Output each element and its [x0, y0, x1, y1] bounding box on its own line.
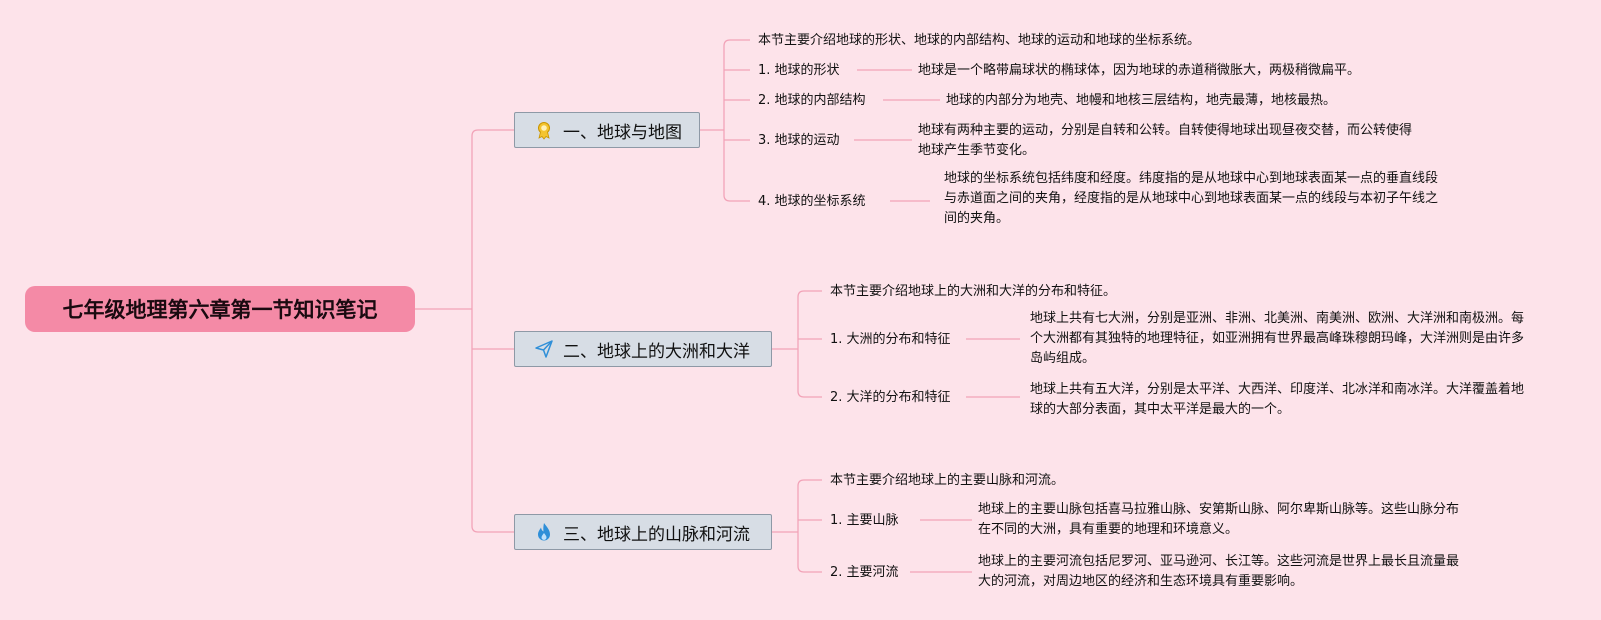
subtopic-label[interactable]: 2. 大洋的分布和特征 [830, 390, 951, 405]
subtopic-label[interactable]: 2. 主要河流 [830, 565, 899, 580]
subtopic-label[interactable]: 1. 地球的形状 [758, 63, 840, 78]
branch-mountains-and-rivers[interactable]: 三、地球上的山脉和河流 [514, 514, 772, 550]
subtopic-label[interactable]: 2. 地球的内部结构 [758, 93, 866, 108]
branch-earth-and-map[interactable]: 一、地球与地图 [514, 112, 700, 148]
flame-icon [533, 521, 555, 543]
subtopic-label[interactable]: 1. 主要山脉 [830, 513, 899, 528]
branch-title: 二、地球上的大洲和大洋 [563, 341, 750, 362]
root-topic[interactable]: 七年级地理第六章第一节知识笔记 [25, 286, 415, 332]
subtopic-description: 地球的坐标系统包括纬度和经度。纬度指的是从地球中心到地球表面某一点的垂直线段与赤… [944, 171, 1439, 226]
subtopic-label[interactable]: 1. 大洲的分布和特征 [830, 332, 951, 347]
subtopic-label[interactable]: 3. 地球的运动 [758, 133, 840, 148]
branch-intro: 本节主要介绍地球上的大洲和大洋的分布和特征。 [830, 284, 1117, 299]
subtopic-description: 地球有两种主要的运动，分别是自转和公转。自转使得地球出现昼夜交替，而公转使得地球… [918, 123, 1413, 158]
branch-intro: 本节主要介绍地球上的主要山脉和河流。 [830, 473, 1065, 488]
award-icon [533, 119, 555, 141]
subtopic-description: 地球上的主要山脉包括喜马拉雅山脉、安第斯山脉、阿尔卑斯山脉等。这些山脉分布在不同… [978, 502, 1460, 537]
subtopic-label[interactable]: 4. 地球的坐标系统 [758, 194, 866, 209]
branch-title: 一、地球与地图 [563, 122, 682, 143]
root-title: 七年级地理第六章第一节知识笔记 [62, 298, 378, 322]
subtopic-description: 地球上共有五大洋，分别是太平洋、大西洋、印度洋、北冰洋和南冰洋。大洋覆盖着地球的… [1030, 382, 1525, 417]
subtopic-description: 地球是一个略带扁球状的椭球体，因为地球的赤道稍微胀大，两极稍微扁平。 [918, 63, 1361, 78]
branch-title: 三、地球上的山脉和河流 [563, 524, 750, 545]
send-icon [533, 338, 555, 360]
subtopic-description: 地球上的主要河流包括尼罗河、亚马逊河、长江等。这些河流是世界上最长且流量最大的河… [978, 554, 1460, 589]
branch-continents-and-oceans[interactable]: 二、地球上的大洲和大洋 [514, 331, 772, 367]
branch-intro: 本节主要介绍地球的形状、地球的内部结构、地球的运动和地球的坐标系统。 [758, 33, 1201, 48]
subtopic-description: 地球的内部分为地壳、地幔和地核三层结构，地壳最薄，地核最热。 [946, 93, 1337, 108]
subtopic-description: 地球上共有七大洲，分别是亚洲、非洲、北美洲、南美洲、欧洲、大洋洲和南极洲。每个大… [1030, 311, 1525, 366]
